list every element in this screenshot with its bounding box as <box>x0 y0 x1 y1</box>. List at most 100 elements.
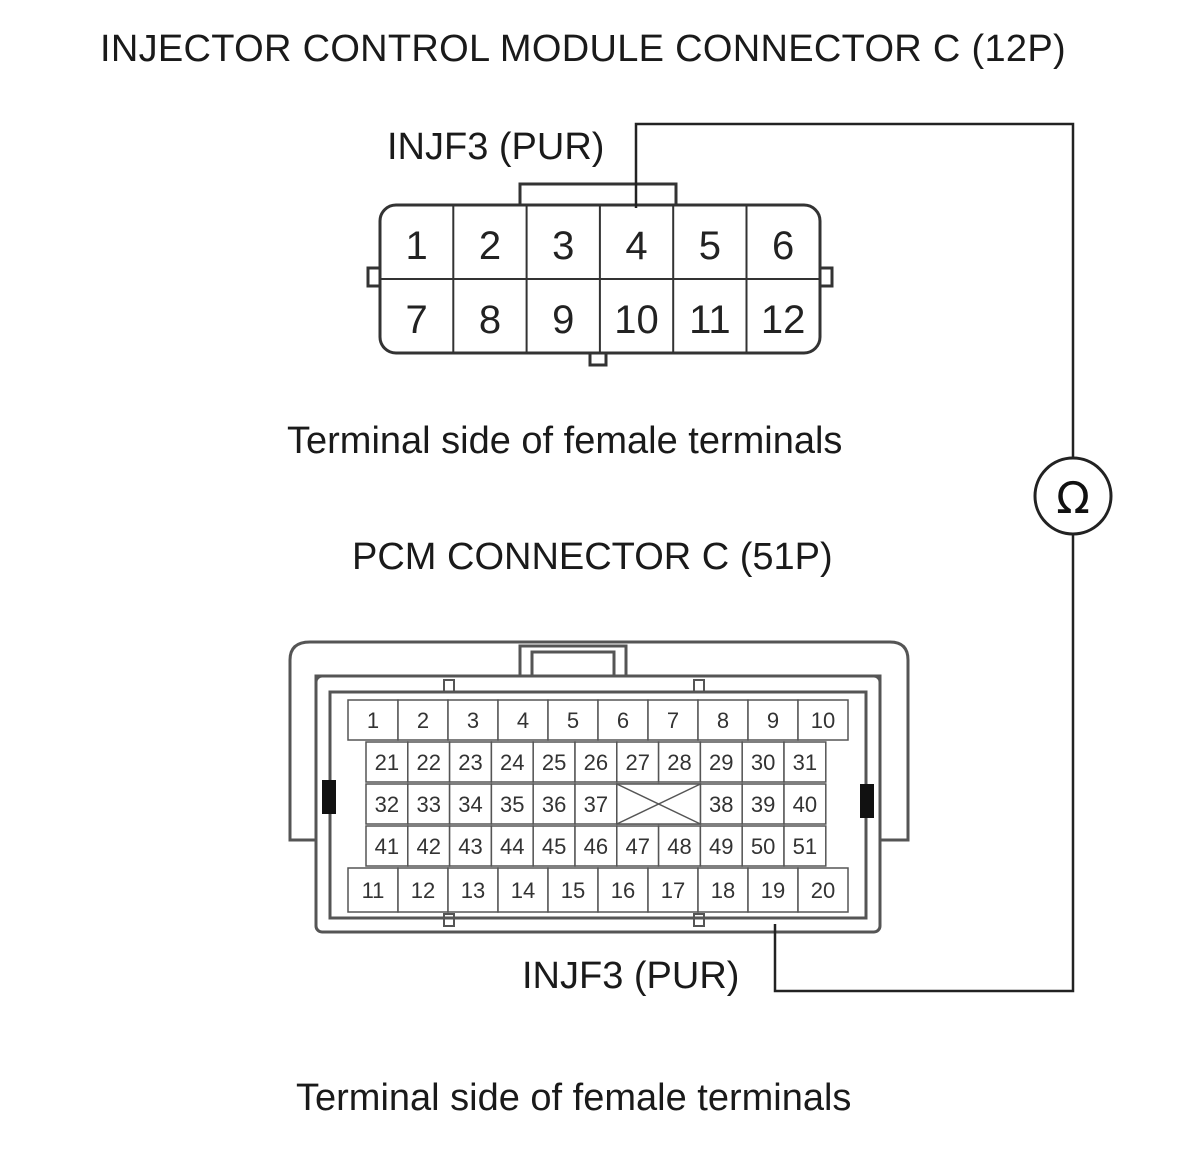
pin-label: 12 <box>761 298 806 342</box>
pin-label: 47 <box>625 834 649 859</box>
pin-label: 9 <box>767 708 779 733</box>
pin-cell <box>490 783 534 825</box>
meter-wiring <box>634 122 1113 993</box>
pin-label: 10 <box>811 708 835 733</box>
injector-connector-latch <box>518 182 678 205</box>
pin-label: 11 <box>362 878 385 903</box>
pin-label: 12 <box>411 878 435 903</box>
pin-cell <box>699 825 743 867</box>
pin-cell <box>347 699 399 741</box>
pin-cell <box>407 825 451 867</box>
pcm-connector-locks <box>322 780 874 818</box>
pin-label: 2 <box>417 708 429 733</box>
pin-cell <box>497 867 549 913</box>
pin-cell <box>347 867 399 913</box>
pin-label: 44 <box>500 834 524 859</box>
pin-label: 28 <box>667 750 691 775</box>
pin-label: 1 <box>406 224 428 268</box>
pin-cell <box>616 825 660 867</box>
pin-label: 38 <box>709 792 733 817</box>
pin-label: 1 <box>367 708 379 733</box>
pin-label: 4 <box>517 708 529 733</box>
pcm-right-lock <box>860 784 874 818</box>
pin-label: 23 <box>458 750 482 775</box>
pin-cell <box>597 867 649 913</box>
pin-cell <box>448 825 493 867</box>
pin-cell <box>397 867 449 913</box>
pin-label: 3 <box>552 224 574 268</box>
pcm-connector-housing <box>314 674 882 934</box>
injector-connector-right-tab <box>818 266 834 288</box>
pin-cell <box>490 825 534 867</box>
pin-label: 35 <box>500 792 524 817</box>
pin-label: 40 <box>793 792 817 817</box>
pin-label: 13 <box>461 878 485 903</box>
pin-label: 50 <box>751 834 775 859</box>
pin-label: 39 <box>751 792 775 817</box>
pin-label: 30 <box>751 750 775 775</box>
pin-cell <box>532 783 576 825</box>
lead-to-injector-terminal <box>634 122 1075 458</box>
pin-label: 34 <box>458 792 482 817</box>
pin-label: 45 <box>542 834 566 859</box>
pin-label: 7 <box>406 298 428 342</box>
pin-label: 16 <box>611 878 635 903</box>
pin-label: 20 <box>811 878 835 903</box>
pin-label: 15 <box>561 878 585 903</box>
pin-label: 33 <box>416 792 440 817</box>
pcm-connector-latch-inner <box>530 650 616 678</box>
pin-cell <box>647 699 699 741</box>
pin-label: 31 <box>793 750 817 775</box>
pin-label: 41 <box>375 834 399 859</box>
pin-cell <box>497 699 549 741</box>
pin-label: 10 <box>614 298 659 342</box>
pin-label: 42 <box>416 834 440 859</box>
pin-cell <box>797 699 849 741</box>
injector-connector-left-tab <box>366 266 382 288</box>
pin-cell <box>365 741 409 783</box>
injector-wire-label: INJF3 (PUR) <box>387 126 605 168</box>
pin-cell <box>647 867 699 913</box>
pin-label: 4 <box>625 224 647 268</box>
injector-connector-caption: Terminal side of female terminals <box>287 420 843 462</box>
pcm-left-lock <box>322 780 336 814</box>
pin-label: 14 <box>511 878 535 903</box>
pcm-connector-pegs <box>443 679 705 927</box>
pin-cell <box>783 741 827 783</box>
pin-label: 49 <box>709 834 733 859</box>
pin-cell <box>597 699 649 741</box>
pin-cell <box>448 741 493 783</box>
pin-label: 8 <box>479 298 501 342</box>
pin-label: 8 <box>717 708 729 733</box>
pin-cell <box>532 825 576 867</box>
pin-cell <box>783 783 827 825</box>
pin-cell <box>532 741 576 783</box>
pin-cell <box>447 867 499 913</box>
pcm-wire-label: INJF3 (PUR) <box>522 955 740 997</box>
pin-cell <box>448 783 493 825</box>
pin-label: 32 <box>375 792 399 817</box>
ohm-symbol: Ω <box>1056 473 1090 524</box>
pin-cell <box>365 825 409 867</box>
pin-label: 24 <box>500 750 524 775</box>
pin-label: 5 <box>567 708 579 733</box>
pin-label: 37 <box>584 792 608 817</box>
pin-cell <box>783 825 827 867</box>
pin-label: 2 <box>479 224 501 268</box>
pin-cell <box>547 699 599 741</box>
pin-cell <box>699 741 743 783</box>
pin-label: 6 <box>617 708 629 733</box>
pin-cell <box>741 741 785 783</box>
ohmmeter-icon <box>1033 456 1113 536</box>
blank-cross-line <box>616 783 701 825</box>
pin-label: 36 <box>542 792 566 817</box>
pin-label: 43 <box>458 834 482 859</box>
injector-connector-key <box>588 351 608 367</box>
pin-cell <box>657 741 702 783</box>
pin-label: 51 <box>793 834 817 859</box>
pin-cell <box>574 741 618 783</box>
pin-label: 6 <box>772 224 794 268</box>
